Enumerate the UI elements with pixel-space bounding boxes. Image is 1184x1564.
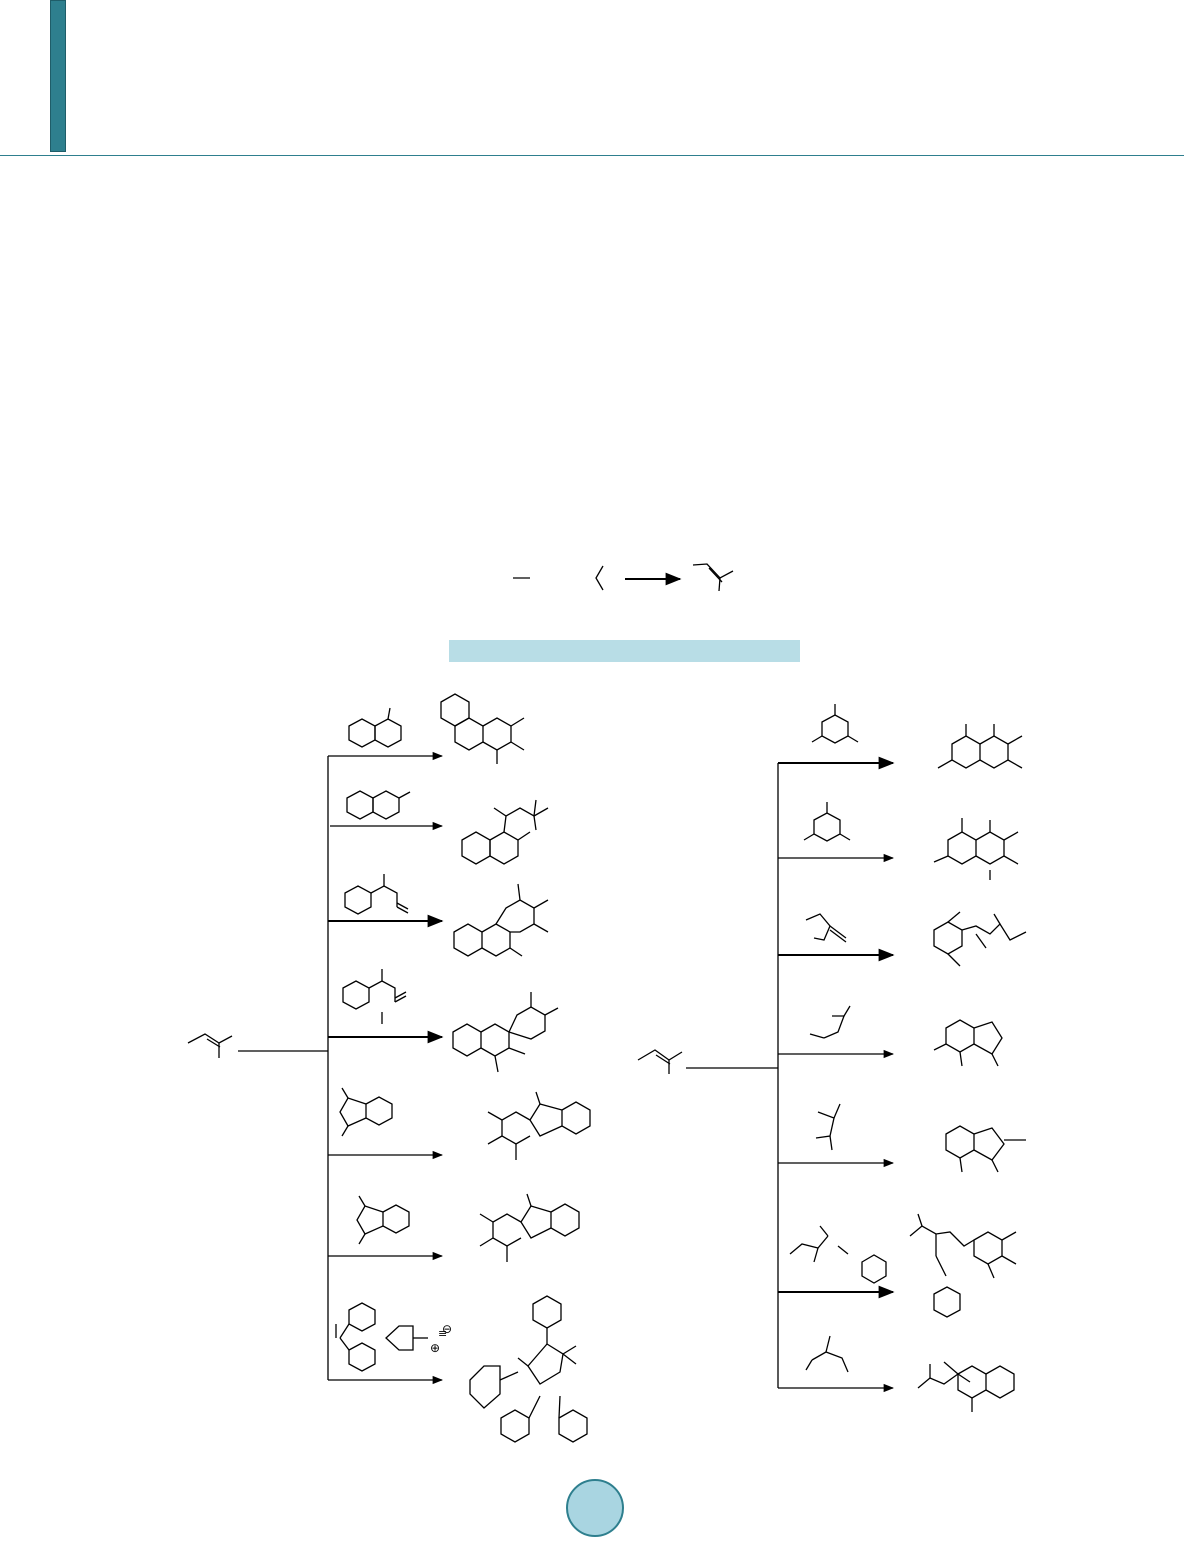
product-2 <box>461 799 549 865</box>
page-number-badge <box>566 1479 624 1537</box>
right-product-7 <box>917 1361 1015 1412</box>
top-equation <box>513 563 734 592</box>
right-product-4 <box>933 1019 1003 1067</box>
reagent-3 <box>344 874 409 915</box>
header-accent-bar <box>50 0 66 152</box>
plus-charge-label: ⊕ <box>430 1341 440 1355</box>
right-reagent-6 <box>789 1225 887 1284</box>
left-branch <box>187 693 591 1443</box>
right-product-6 <box>909 1213 1017 1318</box>
right-branch <box>637 704 1027 1412</box>
right-reagent-1 <box>811 704 859 744</box>
product-6 <box>479 1193 580 1262</box>
reagent-1 <box>348 707 402 748</box>
reagent-5 <box>339 1087 393 1137</box>
right-reagent-5 <box>815 1103 841 1151</box>
product-3 <box>453 883 549 957</box>
right-reagent-7 <box>805 1335 849 1373</box>
reagent-2 <box>346 790 411 820</box>
header-rule <box>0 155 1184 156</box>
right-product-1 <box>937 724 1023 769</box>
reagent-7 <box>335 1302 428 1372</box>
right-product-5 <box>945 1125 1026 1173</box>
scheme-caption-band <box>449 640 800 662</box>
right-reagent-3 <box>805 913 847 943</box>
right-product-2 <box>933 818 1019 880</box>
right-product-3 <box>933 911 1027 967</box>
product-4 <box>452 992 559 1073</box>
triple-bond-label: ≡ <box>438 1327 447 1340</box>
minus-charge-label: ⊖ <box>442 1322 452 1336</box>
product-1 <box>440 693 525 764</box>
reagent-6 <box>356 1195 410 1245</box>
right-reagent-2 <box>803 802 851 842</box>
product-5 <box>487 1091 591 1160</box>
right-reagent-4 <box>809 1005 851 1039</box>
reagent-4 <box>342 969 407 1024</box>
product-7 <box>469 1295 588 1443</box>
